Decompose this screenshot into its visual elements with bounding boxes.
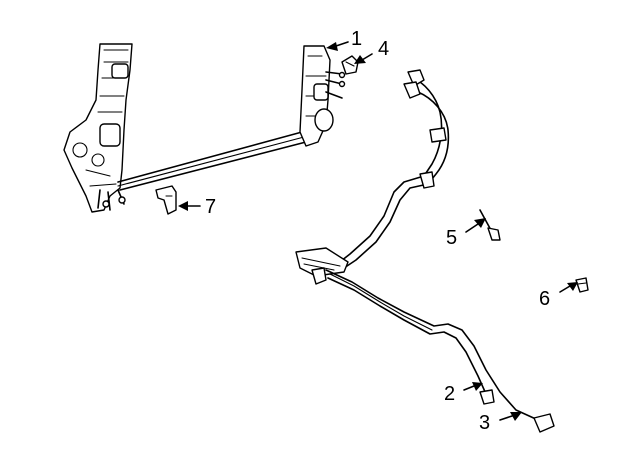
- callout-5: 5: [446, 227, 458, 249]
- callout-3: 3: [479, 412, 491, 434]
- callout-4: 4: [378, 38, 390, 60]
- leader-arrow-4: [354, 53, 373, 64]
- part-7-bracket: [155, 185, 177, 215]
- callout-1: 1: [351, 28, 363, 50]
- cooler-left-tank: [63, 43, 133, 213]
- leader-arrow-5: [465, 218, 486, 233]
- part-4-clip: [341, 55, 359, 75]
- leader-arrow-6: [559, 282, 578, 293]
- cooler-lines: [295, 69, 555, 433]
- leader-arrow-1: [326, 41, 349, 51]
- callout-7: 7: [205, 196, 217, 218]
- cooler-right-tank: [299, 45, 346, 147]
- callout-6: 6: [539, 288, 551, 310]
- callout-2: 2: [444, 383, 456, 405]
- leader-arrow-3: [499, 412, 522, 421]
- part-6-fitting: [575, 277, 589, 293]
- cooler-core: [117, 131, 307, 191]
- leader-arrow-7: [178, 201, 201, 211]
- part-5-clip: [479, 209, 501, 241]
- leader-arrow-2: [463, 382, 483, 391]
